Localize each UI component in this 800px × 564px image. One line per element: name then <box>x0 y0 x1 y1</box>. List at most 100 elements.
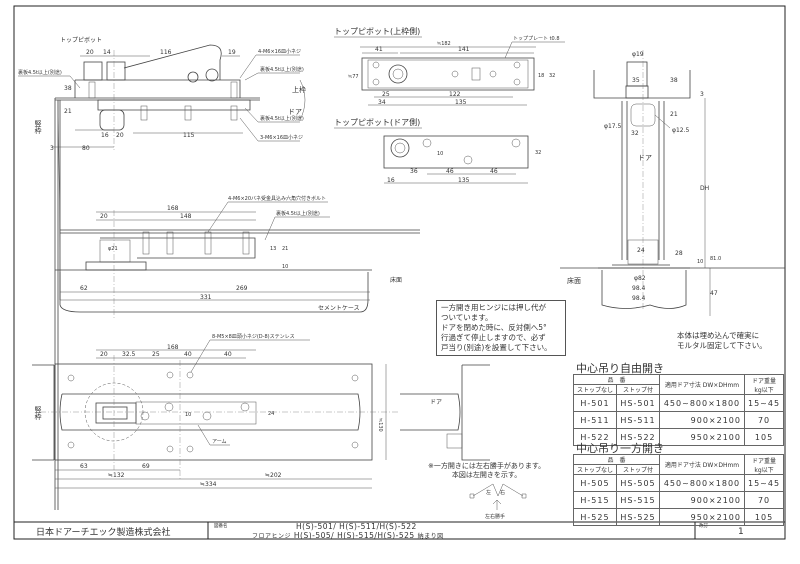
drawing-type: 納まり図 <box>417 533 444 540</box>
dim: 98.4 <box>632 295 646 302</box>
cell: HS-525 <box>616 508 660 526</box>
view-title: トップピボット(上枠側) <box>334 26 420 36</box>
dim: 116 <box>160 49 172 56</box>
label-door: ドア <box>430 399 442 406</box>
header-cell: ストップなし <box>573 464 617 475</box>
dim: 148 <box>180 213 192 220</box>
hand-caption: 左右勝手 <box>485 513 505 520</box>
cell: H-525 <box>573 508 617 526</box>
dim: 3 <box>700 91 704 98</box>
dim: φ19 <box>632 51 644 58</box>
note-line: 本図は左開きを示す。 <box>451 471 522 479</box>
dim: 80 <box>82 145 90 152</box>
dim: 21 <box>282 246 288 252</box>
dim: 20 <box>100 213 108 220</box>
revision-label: 改訂 <box>699 524 708 529</box>
cell: 70 <box>743 491 785 509</box>
dim: 40 <box>224 351 232 358</box>
model-list: H(S)-505/ H(S)-515/H(S)-525 <box>293 531 415 540</box>
header-cell: 品 番 <box>573 374 660 385</box>
dim: 46 <box>490 168 498 175</box>
note-line: 一方開き用ヒンジには押し代が <box>441 303 546 312</box>
header-cell: ストップ付 <box>616 464 660 475</box>
cell: H-522 <box>573 428 617 446</box>
dim: 168 <box>167 205 179 212</box>
dim: ≒182 <box>437 41 451 47</box>
floor-hinge-plan-view: 168 20 32.5 25 40 40 ≒130 24 10 63 69 ≒1… <box>32 333 490 489</box>
header-cell: ドア重量 kg以下 <box>743 454 785 475</box>
note-line: 戸当り(別途)を設置して下さい。 <box>441 343 552 352</box>
cell: H-505 <box>573 474 617 492</box>
dim: 41 <box>375 46 383 53</box>
table-title-free-swing: 中心吊り自由開き <box>576 362 664 375</box>
dim: φ17.5 <box>604 123 622 130</box>
dim: 20 <box>116 132 124 139</box>
dim: 10 <box>437 151 443 157</box>
label-door: ドア <box>288 108 302 116</box>
callout: 裏板4.5t以上(別途) <box>276 210 320 217</box>
dim: 38 <box>670 77 678 84</box>
one-way-note-box: 一方開き用ヒンジには押し代が ついています。 ドアを閉めた時に、反対側へ5° 行… <box>436 300 566 356</box>
dim: 331 <box>200 294 212 301</box>
top-pivot-side-view: トップピボット 20 14 116 19 38 21 16 20 115 3 8… <box>18 36 420 510</box>
drawing-title-line2: フロアヒンジ H(S)-505/ H(S)-515/H(S)-525 納まり図 <box>252 531 444 540</box>
dim: 34 <box>378 99 386 106</box>
label-right: 右 <box>500 489 505 496</box>
note-line: 行過ぎて停止しますので、必ず <box>441 333 546 342</box>
dim: 135 <box>458 177 470 184</box>
label-jamb: 竪枠 <box>34 120 42 135</box>
dim: 24 <box>268 411 274 417</box>
callout: 裏板4.5t以上(別途) <box>260 66 304 73</box>
callout: 3-M6×16皿小ネジ <box>260 134 303 141</box>
dim: 168 <box>167 344 179 351</box>
dim: 46 <box>446 168 454 175</box>
header-cell: ストップなし <box>573 384 617 395</box>
header-cell: 適用ドア寸法 DW×DHmm <box>659 454 745 475</box>
dim: 10 <box>697 259 703 265</box>
drawing-title-line1: H(S)-501/ H(S)-511/H(S)-522 <box>296 522 417 531</box>
dim: 19 <box>228 49 236 56</box>
cell: 450~800×1800 <box>659 394 745 412</box>
cell: HS-522 <box>616 428 660 446</box>
dim: 62 <box>80 285 88 292</box>
dim: 36 <box>410 168 418 175</box>
dim: 25 <box>382 91 390 98</box>
revision-number: 1 <box>738 527 744 537</box>
dim: 38 <box>64 85 72 92</box>
label-arm: アーム <box>212 439 227 445</box>
cell: HS-515 <box>616 491 660 509</box>
label-floor: 床面 <box>390 276 402 284</box>
dim: 24 <box>637 247 645 254</box>
product-name: フロアヒンジ <box>252 533 292 540</box>
callout: 4-M6×20バネ受金具込み六角穴付きボルト <box>228 195 326 202</box>
cell: 450~800×1800 <box>659 474 745 492</box>
cell: H-511 <box>573 411 617 429</box>
dim: 16 <box>387 177 395 184</box>
note-line: ドアを閉めた時に、反対側へ5° <box>441 323 547 332</box>
header-cell: ストップ付 <box>616 384 660 395</box>
cell: H-501 <box>573 394 617 412</box>
drawing-name-label: 図番名 <box>214 524 228 529</box>
note-line: ※一方開きには左右勝手があります。 <box>428 462 546 470</box>
cell: 105 <box>743 508 785 526</box>
table-title-one-way: 中心吊り一方開き <box>576 442 664 455</box>
label-upper-frame: 上枠 <box>292 85 306 94</box>
dim: 18 <box>538 73 544 79</box>
cell: 70 <box>743 411 785 429</box>
dim: φ21 <box>108 246 118 252</box>
cell: 105 <box>743 428 785 446</box>
dim: ≒77 <box>348 74 359 80</box>
cell: 950×2100 <box>659 508 745 526</box>
cell: 950×2100 <box>659 428 745 446</box>
cell: HS-511 <box>616 411 660 429</box>
dim: 32 <box>535 150 541 156</box>
label-jamb: 竪枠 <box>34 406 42 421</box>
